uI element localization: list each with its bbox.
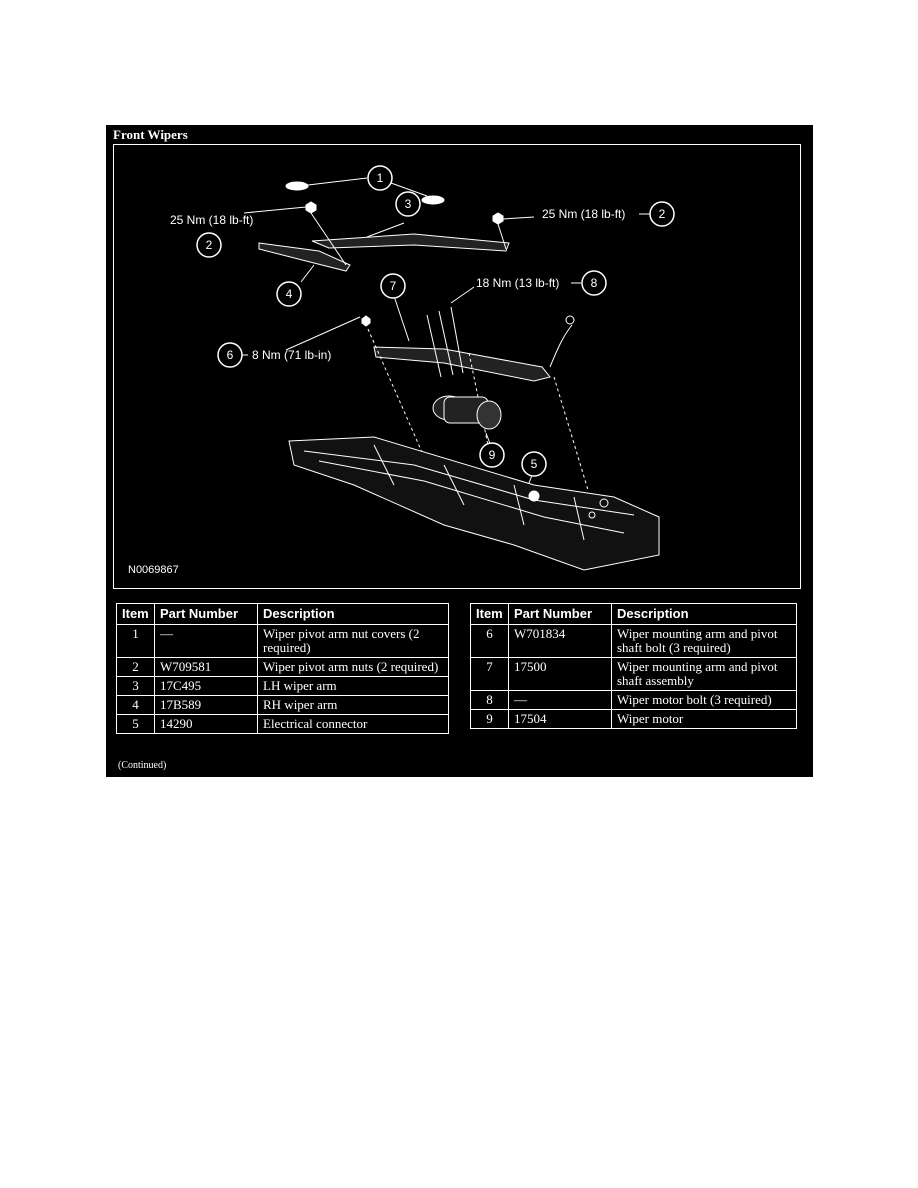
table-row: 7 17500 Wiper mounting arm and pivot sha… [470,657,797,691]
continued-note: (Continued) [118,760,167,771]
row-item: 4 [116,695,155,715]
callout-1: 1 [377,171,384,185]
callout-6: 6 [227,348,234,362]
torque-label-6: 8 Nm (71 lb-in) [252,348,331,362]
header-description: Description [257,603,449,625]
wiper-diagram: 1 2 2 3 4 8 7 6 9 5 25 Nm (18 lb-ft) 25 … [113,144,801,589]
nut-cover-left-shape [285,181,309,191]
callout-8: 8 [591,276,598,290]
callout-4: 4 [286,287,293,301]
row-part-number: 17C495 [154,676,258,696]
header-item: Item [116,603,155,625]
cowl-panel-shape [288,436,660,571]
pivot-nut-left-shape [305,201,317,214]
row-part-number: — [508,690,612,710]
header-description: Description [611,603,797,625]
rh-wiper-arm-shape [258,242,351,272]
section-title: Front Wipers [113,127,188,142]
callout-3: 3 [405,197,412,211]
row-description: Wiper pivot arm nuts (2 required) [257,657,449,677]
row-item: 3 [116,676,155,696]
lh-wiper-arm-shape [311,233,510,252]
callout-2-left: 2 [206,238,213,252]
header-part-number: Part Number [154,603,258,625]
table-header-row: Item Part Number Description [470,603,797,625]
torque-label-8: 18 Nm (13 lb-ft) [476,276,559,290]
table-row: 1 — Wiper pivot arm nut covers (2 requir… [116,624,449,658]
row-part-number: W701834 [508,624,612,658]
row-part-number: — [154,624,258,658]
row-part-number: 17B589 [154,695,258,715]
nut-cover-right-shape [421,195,445,205]
wiper-motor-shape [432,395,502,430]
callout-5: 5 [531,457,538,471]
row-item: 9 [470,709,509,729]
row-description: Wiper pivot arm nut covers (2 required) [257,624,449,658]
table-row: 8 — Wiper motor bolt (3 required) [470,690,797,710]
pivot-shaft-assembly-shape [373,346,551,382]
callout-9: 9 [489,448,496,462]
callout-7: 7 [390,279,397,293]
callout-2-right: 2 [659,207,666,221]
row-description: Electrical connector [257,714,449,734]
row-part-number: 17504 [508,709,612,729]
row-part-number: W709581 [154,657,258,677]
parts-table-left: Item Part Number Description 1 — Wiper p… [116,603,449,734]
torque-label-2-right: 25 Nm (18 lb-ft) [542,207,625,221]
table-row: 6 W701834 Wiper mounting arm and pivot s… [470,624,797,658]
torque-label-2-left: 25 Nm (18 lb-ft) [170,213,253,227]
row-description: Wiper motor bolt (3 required) [611,690,797,710]
table-row: 3 17C495 LH wiper arm [116,676,449,696]
row-item: 7 [470,657,509,691]
row-description: Wiper motor [611,709,797,729]
table-row: 5 14290 Electrical connector [116,714,449,734]
row-item: 6 [470,624,509,658]
header-part-number: Part Number [508,603,612,625]
row-item: 8 [470,690,509,710]
parts-table-right: Item Part Number Description 6 W701834 W… [470,603,797,729]
row-item: 1 [116,624,155,658]
row-description: Wiper mounting arm and pivot shaft bolt … [611,624,797,658]
table-row: 2 W709581 Wiper pivot arm nuts (2 requir… [116,657,449,677]
wiper-exploded-view: 1 2 2 3 4 8 7 6 9 5 25 Nm (18 lb-ft) 25 … [128,165,675,576]
table-header-row: Item Part Number Description [116,603,449,625]
figure-id: N0069867 [128,564,179,576]
table-row: 4 17B589 RH wiper arm [116,695,449,715]
front-wipers-sheet: Front Wipers [106,125,813,777]
pivot-nut-right-shape [492,212,504,225]
row-part-number: 14290 [154,714,258,734]
row-part-number: 17500 [508,657,612,691]
row-item: 2 [116,657,155,677]
row-description: LH wiper arm [257,676,449,696]
row-description: RH wiper arm [257,695,449,715]
row-item: 5 [116,714,155,734]
table-row: 9 17504 Wiper motor [470,709,797,729]
row-description: Wiper mounting arm and pivot shaft assem… [611,657,797,691]
header-item: Item [470,603,509,625]
